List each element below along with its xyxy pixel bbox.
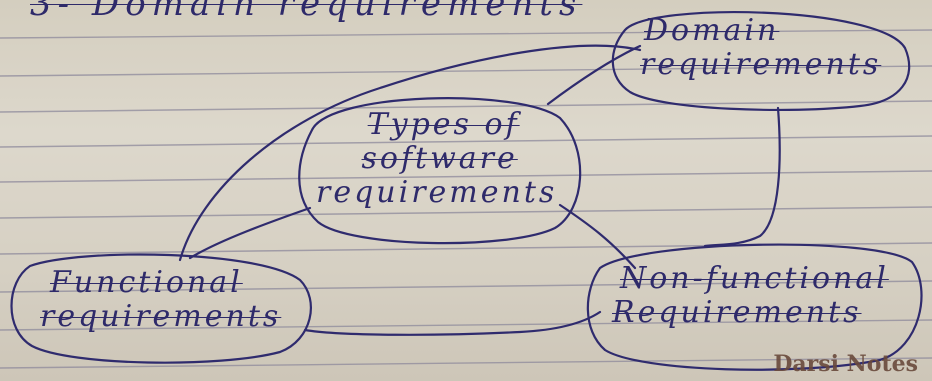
connector-functional-to-domain bbox=[178, 44, 642, 262]
connector-domain-to-nonfunctional bbox=[703, 106, 781, 248]
connector-center-to-domain bbox=[546, 44, 642, 106]
center-node-label: Types of software requirements bbox=[316, 107, 557, 210]
bottom-left-node-label: Functional requirements bbox=[40, 266, 281, 334]
connector-center-to-functional bbox=[188, 206, 312, 260]
top-right-node-outline bbox=[611, 11, 911, 112]
center-node-line-2: software bbox=[361, 141, 518, 176]
center-node-line-1: Types of bbox=[367, 107, 520, 142]
bottom-right-node-outline bbox=[586, 243, 923, 371]
bottom-left-node-line-1: Functional bbox=[50, 265, 243, 300]
connector-functional-to-nonfunctional bbox=[303, 310, 602, 336]
top-right-node-line-1: Domain bbox=[644, 13, 780, 48]
ruled-lines bbox=[0, 29, 932, 369]
top-right-node-line-2: requirements bbox=[640, 47, 882, 82]
bottom-left-node-line-2: requirements bbox=[40, 299, 282, 334]
bottom-right-node-line-1: Non-functional bbox=[620, 261, 889, 296]
page-heading: 3- Domain requirements bbox=[30, 0, 583, 24]
center-node-line-3: requirements bbox=[316, 175, 558, 210]
connector-center-to-nonfunctional bbox=[558, 203, 637, 270]
top-right-node-label: Domain requirements bbox=[640, 14, 881, 82]
center-node-outline bbox=[298, 97, 582, 245]
watermark-logo: Darsi Notes bbox=[773, 351, 918, 377]
bottom-left-node-outline bbox=[10, 253, 312, 364]
bottom-right-node-line-2: Requirements bbox=[612, 295, 862, 330]
bottom-right-node-label: Non-functional Requirements bbox=[612, 262, 889, 330]
